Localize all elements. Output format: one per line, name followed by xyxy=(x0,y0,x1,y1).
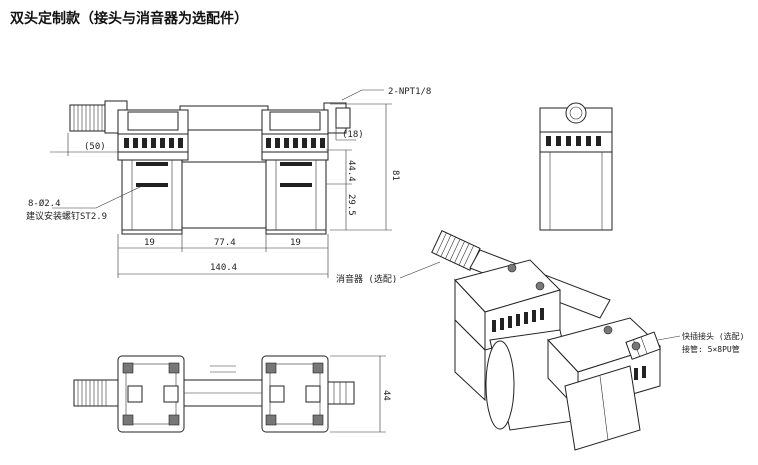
callout-connector-tube: 接管: 5×8PU管 xyxy=(682,344,740,354)
dim-81: 81 xyxy=(390,170,400,181)
dim-hole: 8-Ø2.4 xyxy=(28,198,61,209)
isometric-view xyxy=(431,230,661,451)
front-view: 2-NPT1/8 (18) (50) 81 44.4 29.5 8-Ø2.4 建… xyxy=(26,87,431,278)
dim-140-4: 140.4 xyxy=(210,263,237,273)
front-dimension-lines xyxy=(50,89,392,278)
left-head xyxy=(117,109,189,235)
motor-body xyxy=(181,161,267,229)
right-head xyxy=(261,109,329,235)
dim-19-right: 19 xyxy=(290,238,301,248)
dim-screw: 建议安装螺钉ST2.9 xyxy=(26,210,107,222)
left-muffler xyxy=(69,100,128,134)
dim-29-5: 29.5 xyxy=(346,194,356,216)
dim-77-4: 77.4 xyxy=(214,238,236,248)
cross-pipe xyxy=(179,105,269,131)
dim-thread: 2-NPT1/8 xyxy=(388,87,431,97)
callout-leaders xyxy=(399,261,681,341)
top-view: 44 xyxy=(73,355,391,433)
dim-19-left: 19 xyxy=(144,238,155,248)
dim-44: 44 xyxy=(381,390,391,401)
dim-44-4: 44.4 xyxy=(346,160,356,182)
dim-18: (18) xyxy=(342,130,364,140)
callout-connector: 快插接头 (选配) xyxy=(682,331,744,341)
side-view xyxy=(539,102,613,231)
page-title: 双头定制款（接头与消音器为选配件） xyxy=(10,11,248,27)
callout-muffler: 消音器 (选配) xyxy=(336,273,397,285)
dim-50: (50) xyxy=(84,142,106,152)
